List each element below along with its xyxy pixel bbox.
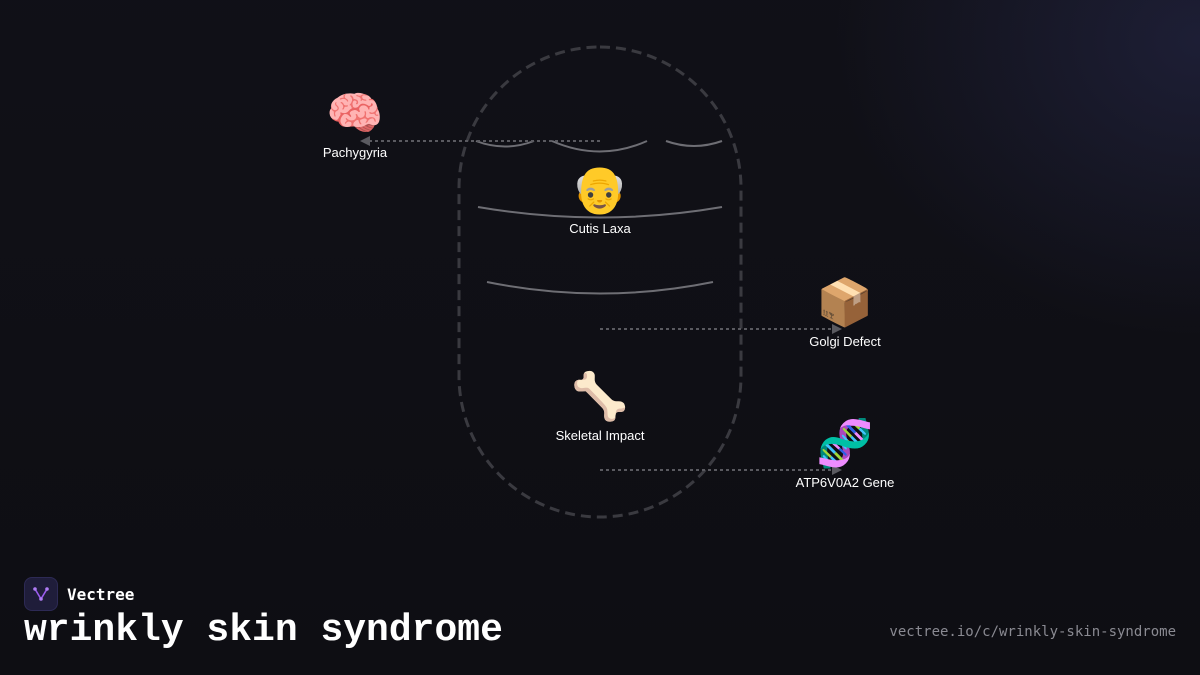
wrinkle-line: [475, 140, 535, 148]
node-label: Pachygyria: [322, 145, 388, 160]
node-cutis-laxa: 👴 Cutis Laxa: [510, 161, 690, 236]
node-atp6v0a2-gene: 🧬 ATP6V0A2 Gene: [755, 415, 935, 490]
wrinkle-line: [551, 140, 648, 153]
node-pachygyria: 🧠 Pachygyria: [265, 85, 445, 160]
source-url[interactable]: vectree.io/c/wrinkly-skin-syndrome: [889, 624, 1176, 640]
node-label: ATP6V0A2 Gene: [795, 475, 895, 490]
brain-icon: 🧠: [326, 87, 384, 139]
package-icon: 📦: [816, 276, 874, 328]
vectree-logo-icon: [24, 577, 58, 611]
older-person-icon: 👴: [571, 163, 629, 215]
node-label: Golgi Defect: [809, 334, 881, 349]
brand: Vectree: [24, 577, 134, 611]
dna-icon: 🧬: [816, 417, 874, 469]
node-label: Cutis Laxa: [569, 221, 631, 236]
node-skeletal-impact: 🦴 Skeletal Impact: [510, 368, 690, 443]
page-title: wrinkly skin syndrome: [24, 609, 503, 652]
brand-name: Vectree: [67, 584, 135, 604]
central-outline: [457, 45, 743, 519]
node-golgi-defect: 📦 Golgi Defect: [755, 274, 935, 349]
wrinkle-line: [477, 206, 723, 219]
wrinkle-line: [486, 281, 714, 295]
node-label: Skeletal Impact: [555, 428, 645, 443]
wrinkle-line: [665, 140, 723, 147]
bone-icon: 🦴: [571, 370, 629, 422]
